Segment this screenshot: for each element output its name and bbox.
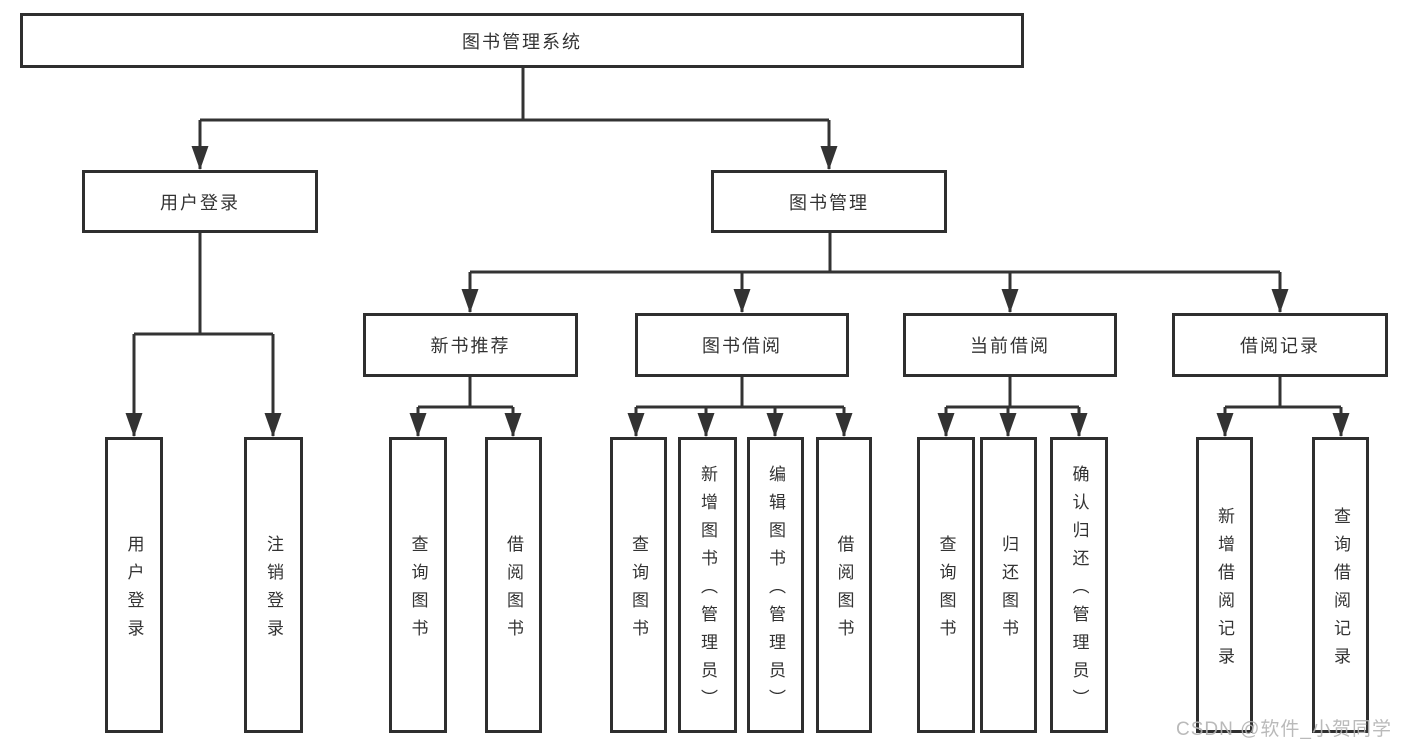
node-current-borrowing-label: 当前借阅: [970, 336, 1050, 356]
node-user-login-label: 用户登录: [160, 192, 240, 213]
leaf-nb-query-books: 查询图书: [389, 437, 447, 733]
node-root-label: 图书管理系统: [462, 31, 582, 52]
node-root: 图书管理系统: [20, 13, 1024, 68]
leaf-cb-query-books-label: 查询图书: [936, 534, 956, 647]
leaf-bb-edit-book-admin: 编辑图书（管理员）: [747, 437, 804, 733]
leaf-user-login-label: 用户登录: [124, 534, 144, 647]
leaf-cb-return-books-label: 归还图书: [999, 534, 1018, 647]
node-user-login: 用户登录: [82, 170, 318, 233]
leaf-br-query-record: 查询借阅记录: [1312, 437, 1369, 733]
leaf-bb-add-book-admin-label: 新增图书（管理员）: [698, 464, 717, 717]
node-new-book-recommend-label: 新书推荐: [430, 336, 511, 356]
leaf-cb-query-books: 查询图书: [917, 437, 975, 733]
leaf-bb-edit-book-admin-label: 编辑图书（管理员）: [766, 464, 785, 717]
node-book-borrowing: 图书借阅: [635, 313, 849, 377]
leaf-nb-query-books-label: 查询图书: [408, 534, 428, 647]
leaf-cb-confirm-return-admin: 确认归还（管理员）: [1050, 437, 1108, 733]
node-borrowing-records-label: 借阅记录: [1240, 336, 1320, 356]
leaf-br-query-record-label: 查询借阅记录: [1331, 506, 1350, 675]
node-new-book-recommend: 新书推荐: [363, 313, 578, 377]
node-book-borrowing-label: 图书借阅: [702, 336, 782, 356]
leaf-bb-query-books-label: 查询图书: [629, 534, 648, 647]
leaf-bb-add-book-admin: 新增图书（管理员）: [678, 437, 737, 733]
node-book-management-label: 图书管理: [789, 192, 869, 213]
leaf-bb-borrow-books-label: 借阅图书: [834, 534, 854, 647]
node-book-management: 图书管理: [711, 170, 947, 233]
leaf-logout-label: 注销登录: [264, 534, 283, 647]
leaf-nb-borrow-books: 借阅图书: [485, 437, 542, 733]
node-current-borrowing: 当前借阅: [903, 313, 1117, 377]
leaf-nb-borrow-books-label: 借阅图书: [504, 534, 523, 647]
leaf-user-login: 用户登录: [105, 437, 163, 733]
node-borrowing-records: 借阅记录: [1172, 313, 1388, 377]
leaf-logout: 注销登录: [244, 437, 303, 733]
leaf-bb-query-books: 查询图书: [610, 437, 667, 733]
leaf-cb-return-books: 归还图书: [980, 437, 1037, 733]
leaf-br-add-record: 新增借阅记录: [1196, 437, 1253, 733]
leaf-br-add-record-label: 新增借阅记录: [1215, 506, 1234, 675]
csdn-watermark: CSDN @软件_小贺同学: [1176, 719, 1392, 740]
leaf-bb-borrow-books: 借阅图书: [816, 437, 872, 733]
leaf-cb-confirm-return-admin-label: 确认归还（管理员）: [1069, 464, 1089, 717]
